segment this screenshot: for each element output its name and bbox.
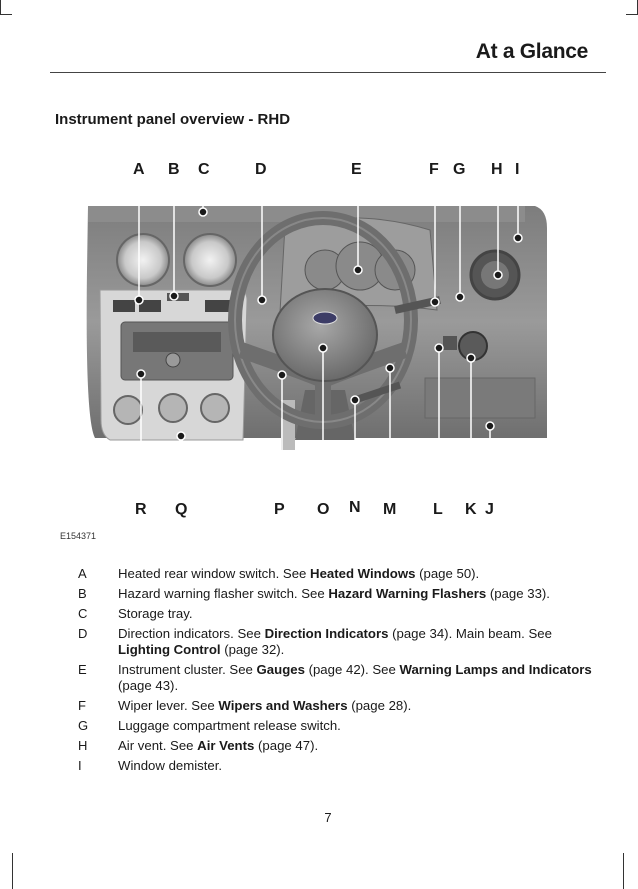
crop-mark: [12, 853, 13, 889]
legend-row: A Heated rear window switch. See Heated W…: [55, 566, 595, 582]
legend-key: G: [78, 718, 89, 733]
legend-row: D Direction indicators. See Direction Ind…: [55, 626, 595, 658]
legend-row: G Luggage compartment release switch.: [55, 718, 595, 734]
cross-reference-title: Hazard Warning Flashers: [328, 586, 487, 601]
legend-key: H: [78, 738, 88, 753]
description-text: Heated rear window switch. See: [118, 566, 311, 581]
description-text: Storage tray.: [118, 606, 193, 621]
description-text: (page 28).: [347, 698, 412, 713]
description-text: Air vent. See: [118, 738, 198, 753]
page-title: At a Glance: [475, 40, 589, 63]
legend-description: Instrument cluster. See Gauges (page 42)…: [118, 662, 595, 694]
description-text: Direction indicators. See: [118, 626, 265, 641]
legend-description: Heated rear window switch. See Heated Wi…: [118, 566, 595, 582]
description-text: (page 50).: [415, 566, 480, 581]
cross-reference-title: Warning Lamps and Indicators: [399, 662, 592, 677]
callout-label-g: G: [453, 161, 465, 178]
callout-label-n: N: [349, 499, 361, 516]
description-text: Wiper lever. See: [118, 698, 219, 713]
crop-mark: [623, 853, 624, 889]
cross-reference-title: Air Vents: [197, 738, 255, 753]
description-text: (page 32).: [220, 642, 285, 657]
cross-reference-title: Wipers and Washers: [218, 698, 348, 713]
legend-key: D: [78, 626, 88, 641]
title-divider: [50, 72, 606, 73]
cross-reference-title: Heated Windows: [310, 566, 416, 581]
legend-description: Storage tray.: [118, 606, 595, 622]
crop-mark: [0, 14, 12, 15]
legend-key: E: [78, 662, 87, 677]
legend-description: Wiper lever. See Wipers and Washers (pag…: [118, 698, 595, 714]
description-text: (page 47).: [254, 738, 319, 753]
legend-description: Window demister.: [118, 758, 595, 774]
description-text: Hazard warning flasher switch. See: [118, 586, 329, 601]
legend-key: C: [78, 606, 88, 621]
description-text: (page 34). Main beam. See: [388, 626, 552, 641]
legend-description: Hazard warning flasher switch. See Hazar…: [118, 586, 595, 602]
callout-label-j: J: [485, 501, 494, 518]
legend-row: B Hazard warning flasher switch. See Haza…: [55, 586, 595, 602]
callout-label-o: O: [317, 501, 329, 518]
callout-label-h: H: [491, 161, 503, 178]
callout-label-b: B: [168, 161, 180, 178]
legend-key: B: [78, 586, 87, 601]
legend-key: I: [78, 758, 82, 773]
crop-mark: [626, 14, 638, 15]
legend-description: Air vent. See Air Vents (page 47).: [118, 738, 595, 754]
callout-label-m: M: [383, 501, 396, 518]
section-heading: Instrument panel overview - RHD: [55, 111, 291, 128]
description-text: (page 43).: [118, 678, 179, 693]
legend-key: A: [78, 566, 87, 581]
callout-label-d: D: [255, 161, 267, 178]
figure-id: E154371: [60, 531, 97, 541]
legend-row: I Window demister.: [55, 758, 595, 774]
cross-reference-title: Lighting Control: [118, 642, 221, 657]
callout-label-i: I: [515, 161, 519, 178]
callout-label-r: R: [135, 501, 147, 518]
crop-mark: [0, 0, 1, 14]
legend-key: F: [78, 698, 86, 713]
legend-row: F Wiper lever. See Wipers and Washers (pa…: [55, 698, 595, 714]
legend-row: H Air vent. See Air Vents (page 47).: [55, 738, 595, 754]
callout-label-l: L: [433, 501, 443, 518]
callout-label-q: Q: [175, 501, 187, 518]
legend-description: Luggage compartment release switch.: [118, 718, 595, 734]
description-text: Instrument cluster. See: [118, 662, 257, 677]
callout-label-c: C: [198, 161, 210, 178]
callout-label-e: E: [351, 161, 362, 178]
description-text: Window demister.: [118, 758, 223, 773]
cross-reference-title: Gauges: [256, 662, 305, 677]
callout-label-a: A: [133, 161, 145, 178]
description-text: Luggage compartment release switch.: [118, 718, 341, 733]
callout-label-f: F: [429, 161, 439, 178]
page-number: 7: [324, 810, 332, 825]
cross-reference-title: Direction Indicators: [264, 626, 389, 641]
description-text: (page 33).: [486, 586, 550, 601]
description-text: (page 42). See: [304, 662, 400, 677]
legend-description: Direction indicators. See Direction Indi…: [118, 626, 595, 658]
callout-label-k: K: [465, 501, 477, 518]
instrument-panel-illustration: A B C D E F G H I R Q P O N M L K J: [55, 150, 595, 530]
callout-legend: A Heated rear window switch. See Heated W…: [55, 566, 595, 778]
legend-row: C Storage tray.: [55, 606, 595, 622]
legend-row: E Instrument cluster. See Gauges (page 42…: [55, 662, 595, 694]
callout-label-p: P: [274, 501, 285, 518]
